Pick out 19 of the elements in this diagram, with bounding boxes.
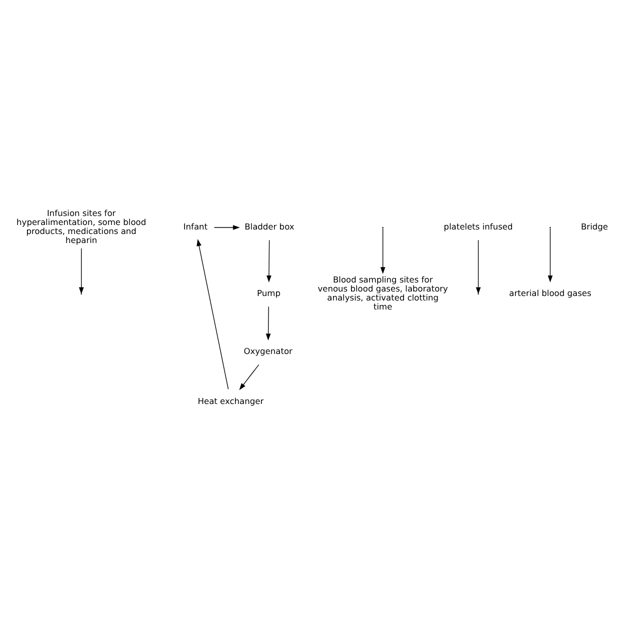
node-text: platelets infused	[444, 222, 513, 232]
arrow	[239, 364, 260, 390]
arrow	[78, 248, 84, 294]
node-text: Infusion sites for hyperalimentation, some blood products, medications and heparin	[16, 208, 146, 246]
arrow	[214, 225, 240, 230]
node-text: Blood sampling sites for venous blood gases, laboratory analysis, activated clotting time	[318, 274, 448, 312]
arrow	[196, 239, 229, 390]
label: Bridge	[580, 222, 608, 232]
node-text: Bladder box	[244, 222, 294, 232]
arrow	[380, 228, 386, 274]
node-text: arterial blood gases	[509, 288, 592, 298]
node-text: Pump	[257, 288, 280, 298]
node-text: Infant	[183, 222, 208, 232]
node-text: Oxygenator	[244, 346, 292, 356]
arrow	[476, 240, 481, 294]
node-text: Heat exchanger	[198, 396, 264, 406]
arrow	[548, 228, 553, 282]
arrow	[266, 306, 271, 341]
arrow	[266, 240, 272, 282]
